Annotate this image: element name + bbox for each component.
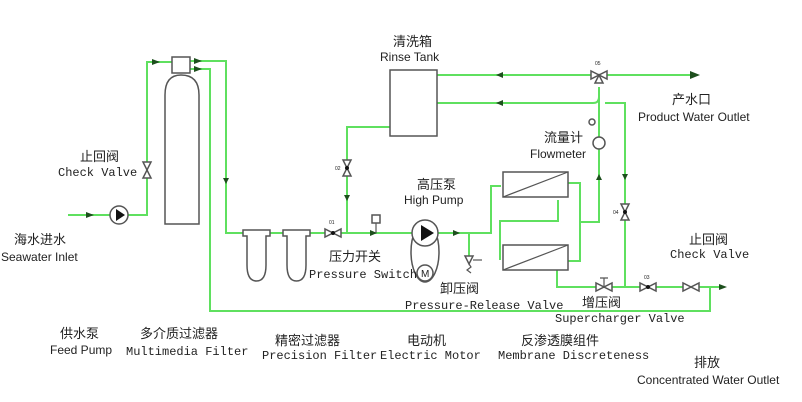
concentrated-outlet-en: Concentrated Water Outlet [637, 373, 780, 387]
arrow-mmf-out-1 [194, 58, 202, 64]
supercharger-valve-en: Supercharger Valve [555, 312, 685, 326]
seawater-inlet-en: Seawater Inlet [1, 250, 78, 264]
valve-03[interactable] [639, 281, 657, 293]
concentrated-outlet-cn: 排放 [694, 356, 721, 371]
tag-v01: 01 [329, 220, 335, 226]
pressure-switch-en: Pressure Switch [309, 268, 418, 282]
feed-pump-cn: 供水泵 [60, 327, 100, 342]
rinse-tank [389, 69, 438, 137]
rinse-tank-cn: 清洗箱 [393, 35, 433, 50]
check-valve-2[interactable] [682, 281, 700, 293]
electric-motor-en: Electric Motor [380, 349, 481, 363]
valve-04[interactable] [619, 203, 631, 221]
membrane-en: Membrane Discreteness [498, 349, 650, 363]
flowmeter-cn: 流量计 [544, 131, 584, 146]
seawater-inlet-cn: 海水进水 [14, 233, 67, 248]
pipe-m1-m2 [499, 200, 559, 260]
three-way-valve-05[interactable] [590, 69, 608, 84]
arrow-mmf-in [152, 59, 160, 65]
arrow-rinse-tank-1 [496, 72, 503, 78]
tag-v04: 04 [613, 210, 619, 216]
tag-v03: 03 [644, 275, 650, 281]
valve-02[interactable] [341, 159, 353, 177]
check-valve-1[interactable] [141, 161, 153, 179]
valve-01[interactable] [324, 227, 342, 239]
supercharger-valve-cn: 增压阀 [582, 296, 622, 311]
arrow-rinse-down [344, 195, 350, 201]
pressure-release-valve-en: Pressure-Release Valve [405, 299, 564, 313]
check-valve-2-cn: 止回阀 [689, 233, 729, 248]
supercharger-valve[interactable] [595, 277, 613, 293]
pressure-switch [371, 214, 381, 233]
arrow-mmf-out-2 [194, 66, 202, 72]
feed-pump-en: Feed Pump [50, 343, 113, 357]
product-water-outlet-cn: 产水口 [672, 93, 712, 108]
arrow-rinse-return-down [622, 174, 628, 180]
rinse-tank-en: Rinse Tank [380, 50, 440, 64]
arrow-permeate-up [596, 174, 602, 180]
arrow-ps [370, 230, 377, 236]
membrane-cn: 反渗透膜组件 [521, 334, 600, 349]
arrow-hp-out [453, 230, 460, 236]
membrane-1 [502, 171, 569, 198]
pipe-mmf-out [190, 60, 247, 234]
electric-motor-cn: 电动机 [407, 334, 447, 349]
pipe-hp-out [438, 185, 501, 234]
pressure-release-valve-cn: 卸压阀 [440, 282, 480, 297]
flowmeter-en: Flowmeter [530, 147, 587, 161]
multimedia-filter [164, 56, 200, 225]
pipe-permeate [568, 87, 600, 262]
arrow-concentrate-outlet [719, 284, 727, 290]
electric-motor [416, 264, 434, 282]
pressure-switch-cn: 压力开关 [329, 250, 382, 265]
flow-arrows [86, 58, 727, 290]
arrow-down-pf [223, 178, 229, 184]
arrow-rinse-tank-2 [496, 100, 503, 106]
membrane-2 [502, 244, 569, 271]
tag-v02: 02 [335, 166, 341, 172]
precision-filter-2 [282, 229, 311, 282]
pipe-concentrate [556, 268, 722, 288]
check-valve-1-cn: 止回阀 [80, 150, 120, 165]
high-pump-cn: 高压泵 [417, 178, 457, 193]
tag-v05: 05 [595, 61, 601, 67]
precision-filter-en: Precision Filter [262, 349, 378, 363]
pressure-release-valve[interactable] [463, 255, 482, 274]
pipe-rinse-return [437, 96, 626, 287]
high-pump [410, 219, 440, 283]
high-pump-en: High Pump [404, 193, 464, 207]
product-water-outlet-en: Product Water Outlet [638, 110, 750, 124]
arrow-inlet [86, 212, 94, 218]
feed-pump [109, 205, 129, 225]
check-valve-1-en: Check Valve [58, 166, 138, 180]
check-valve-2-en: Check Valve [670, 248, 750, 262]
multimedia-filter-cn: 多介质过滤器 [140, 327, 219, 342]
pipe-mmf-bypass [190, 68, 711, 312]
precision-filter-cn: 精密过滤器 [275, 334, 341, 349]
pipe-rinse-down [346, 126, 390, 233]
arrow-product-outlet [690, 71, 700, 79]
precision-filter-1 [242, 229, 271, 282]
flowmeter [588, 118, 606, 150]
multimedia-filter-en: Multimedia Filter [126, 345, 249, 359]
motor-label: M [421, 269, 429, 280]
